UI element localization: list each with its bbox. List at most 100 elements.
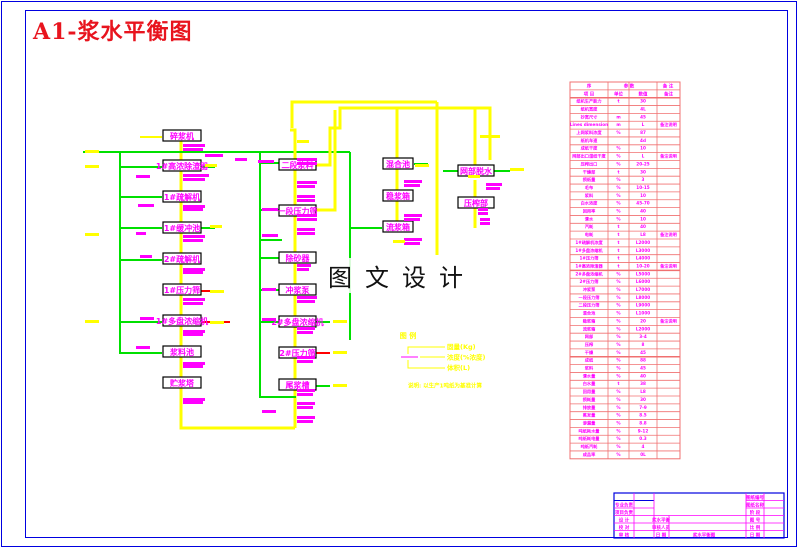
spec-cell-r7-c3: 备注说明 <box>660 153 677 160</box>
flow-label-13 <box>183 330 205 333</box>
flow-label-26 <box>297 218 317 221</box>
flow-label-15 <box>183 362 205 365</box>
box-c-1-label: 稳浆箱 <box>386 191 410 201</box>
spec-cell-r29-c1: % <box>616 326 621 331</box>
spec-cell-r3-c3: 备注说明 <box>660 121 677 128</box>
spec-cell-r40-c0: 蒸发量 <box>583 412 596 419</box>
spec-cell-r25-c0: 一段压力筛 <box>579 294 601 301</box>
flow-label-65 <box>262 318 276 321</box>
box-a-6 <box>162 314 202 327</box>
spec-cell-r24-c0: 冲浆泵 <box>583 286 596 293</box>
spec-cell-r18-c0: 1#疏解机浓度 <box>575 239 603 246</box>
spec-cell-r39-c1: % <box>616 405 621 410</box>
spec-cell-r30-c2: 3-4 <box>639 334 647 339</box>
spec-cell-r38-c2: 30 <box>640 397 646 402</box>
flow-label-11 <box>183 298 205 301</box>
spec-cell-r13-c1: % <box>616 201 621 206</box>
spec-cell-r10-c1: % <box>616 177 621 182</box>
spec-cell-r40-c1: % <box>616 413 621 418</box>
flow-label-25 <box>297 214 317 217</box>
spec-cell-r31-c1: % <box>616 342 621 347</box>
box-d-1-label: 压榨部 <box>464 198 488 208</box>
flow-label-8 <box>183 239 203 242</box>
pulp-return-b <box>290 100 437 128</box>
spec-cell-r22-c2: L5000 <box>636 271 650 276</box>
spec-cell-r5-c2: 4d <box>640 138 646 143</box>
spec-cell-r44-c1: % <box>616 444 621 449</box>
spec-cell-r3-c0: Lines dimension <box>570 122 608 127</box>
spec-cell-r30-c1: % <box>616 334 621 339</box>
spec-cell-r41-c1: % <box>616 420 621 425</box>
flow-label-22 <box>297 185 315 188</box>
flow-label-63 <box>262 234 278 237</box>
spec-cell-r17-c1: t <box>617 232 619 237</box>
spec-cell-r44-c0: 吨纸汽耗 <box>581 443 599 450</box>
flow-value-8 <box>333 320 347 323</box>
flow-label-30 <box>297 268 309 271</box>
flow-label-5 <box>183 205 205 208</box>
flow-label-14 <box>183 333 203 336</box>
spec-cell-r35-c1: % <box>616 373 621 378</box>
spec-cell-r6-c2: 10 <box>640 146 646 151</box>
spec-cell-r32-c0: 干燥 <box>585 349 594 356</box>
spec-cell-r20-c0: 1#压力筛 <box>580 255 600 262</box>
flow-label-45 <box>404 214 422 217</box>
box-b-4-label: 2#多盘浓缩机 <box>271 317 323 327</box>
spec-cell-r37-c2: L8 <box>640 389 646 394</box>
water-branch-b <box>259 152 296 398</box>
spec-cell-r28-c2: 20 <box>640 318 646 323</box>
flow-label-62 <box>262 208 278 211</box>
spec-cell-r23-c2: L6000 <box>636 279 650 284</box>
spec-cell-r2-c0: 抄宽尺寸 <box>581 113 599 120</box>
flow-value-0 <box>85 150 99 153</box>
spec-cell-r1-c2: 4L <box>640 106 646 111</box>
spec-cell-r38-c0: 损耗量 <box>583 396 596 403</box>
flow-label-6 <box>183 208 203 211</box>
spec-cell-r20-c2: L4000 <box>636 256 650 261</box>
spec-cell-r13-c0: 白水浓度 <box>581 200 599 207</box>
spec-cell-r9-c1: t <box>617 169 619 174</box>
flow-label-20 <box>297 162 317 165</box>
legend: 图 例固量(Kg)浓度(%浓度)体积(L)说明: 以生产1吨纸为基准计算 <box>400 331 486 390</box>
flow-label-28 <box>297 232 315 235</box>
box-a-7 <box>162 345 202 358</box>
spec-cell-r36-c1: t <box>617 381 619 386</box>
flow-value-9 <box>333 351 347 354</box>
box-a-5 <box>162 283 202 296</box>
spec-cell-r7-c0: 网部出口湿纸干度 <box>572 153 606 160</box>
spec-header-col-0: 项 目 <box>584 90 595 97</box>
flow-label-66 <box>262 410 276 413</box>
legend-item-0: 固量(Kg) <box>447 342 476 351</box>
title-block: 图纸编号专业负责图纸名称项目负责阶 段设 计浆水平衡图 号校 对审核人员比 例审… <box>613 492 785 539</box>
flow-label-35 <box>297 356 315 359</box>
spec-header-col-3: 备注 <box>663 90 673 97</box>
spec-cell-r4-c0: 上网浆料浓度 <box>576 129 602 136</box>
flow-label-40 <box>297 406 313 409</box>
flow-label-27 <box>297 228 315 231</box>
box-b-6-label: 尾浆槽 <box>285 380 310 390</box>
spec-header-col-2: 数值 <box>639 90 648 97</box>
flow-label-10 <box>183 271 203 274</box>
pulp-line-column-b <box>290 128 297 428</box>
tb-cell-r3-c2: 浆水平衡 <box>652 516 670 523</box>
flow-label-18 <box>183 401 203 404</box>
tb-cell-r2-c0: 项目负责 <box>615 509 633 516</box>
flow-label-57 <box>136 232 146 235</box>
box-a-8 <box>162 376 202 389</box>
flow-value-16 <box>393 240 405 243</box>
spec-cell-r20-c1: t <box>617 256 619 261</box>
spec-cell-r8-c0: 压榨出口 <box>581 160 598 167</box>
spec-header-group-1: 参 数 <box>624 82 635 89</box>
box-c-0-label: 混合池 <box>386 159 410 169</box>
flow-label-41 <box>297 416 315 419</box>
box-b-2 <box>278 251 317 264</box>
spec-cell-r23-c0: 2#压力筛 <box>580 278 600 285</box>
flow-label-16 <box>183 365 203 368</box>
spec-cell-r17-c2: L8 <box>640 232 646 237</box>
spec-header-group-2: 备 注 <box>662 82 674 89</box>
box-a-7-label: 浆料池 <box>169 347 194 357</box>
flow-label-21 <box>297 181 317 184</box>
spec-cell-r15-c0: 清水 <box>585 215 594 222</box>
spec-cell-r36-c0: 白水量 <box>583 380 596 387</box>
